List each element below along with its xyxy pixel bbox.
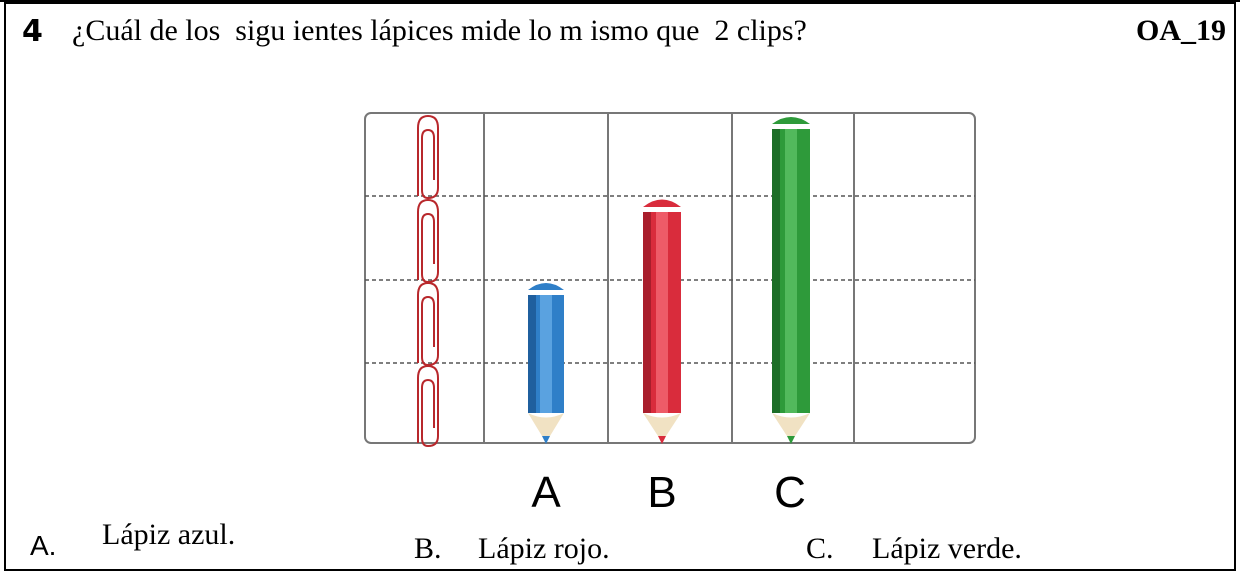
pencil-c-green — [772, 117, 810, 444]
paper-clips — [417, 114, 439, 448]
option-c-letter[interactable]: C. — [806, 532, 834, 565]
paper-clip-icon — [417, 114, 439, 200]
pencil-label-a: A — [531, 468, 561, 517]
objective-code: OA_19 — [1136, 14, 1226, 47]
paper-clip-icon — [417, 364, 439, 448]
pencil-label-c: C — [774, 468, 806, 517]
option-b-text[interactable]: Lápiz rojo. — [478, 532, 610, 565]
option-b-letter[interactable]: B. — [414, 532, 442, 565]
pencil-b-red — [643, 199, 681, 444]
question-frame — [4, 2, 1236, 571]
pencil-measure-figure — [364, 112, 976, 448]
option-c-text[interactable]: Lápiz verde. — [872, 532, 1022, 565]
top-border — [0, 0, 1240, 2]
question-text: ¿Cuál de los sigu ientes lápices mide lo… — [72, 14, 807, 47]
option-a-letter[interactable]: A. — [30, 530, 57, 561]
pencil-label-b: B — [647, 468, 677, 517]
pencil-a-blue — [528, 283, 564, 444]
option-a-text[interactable]: Lápiz azul. — [102, 518, 236, 551]
question-number: 4 — [22, 14, 43, 49]
